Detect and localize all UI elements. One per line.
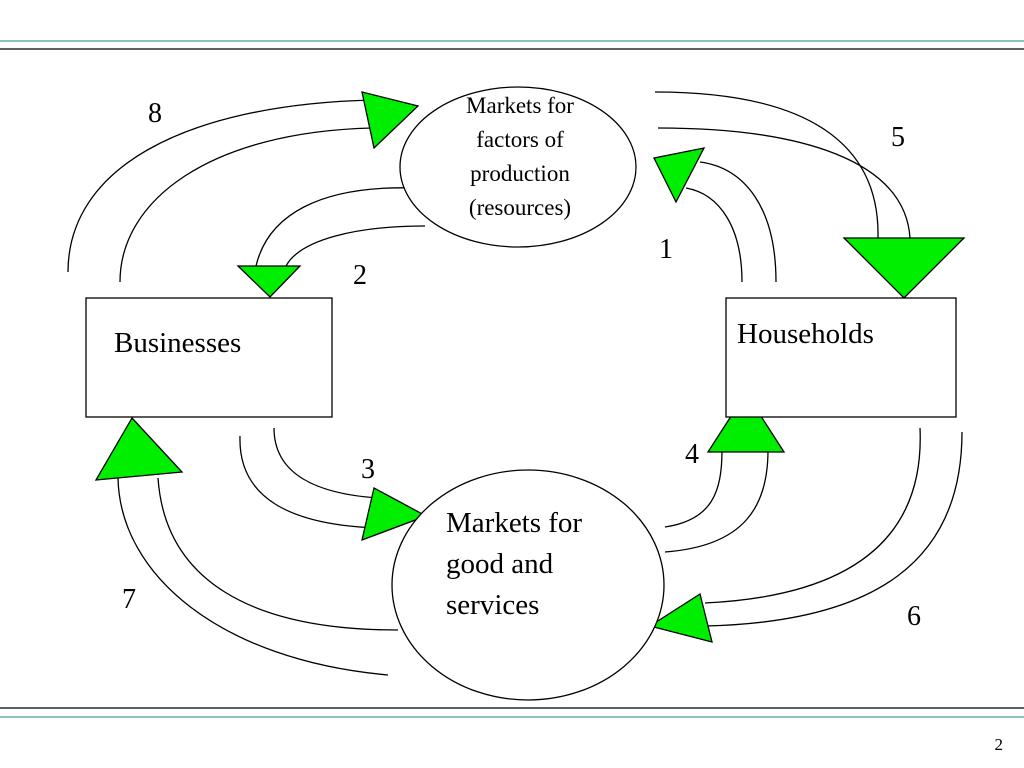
flow-7-outer-arc: [117, 477, 389, 676]
flow-8-arrowhead: [361, 91, 420, 150]
businesses-label: Businesses: [114, 327, 241, 359]
goods-markets-line-2: good and: [446, 548, 554, 580]
flow-5-inner-arc: [657, 127, 911, 239]
flow-number-7: 7: [122, 584, 136, 615]
flow-4-inner-arc: [664, 449, 723, 528]
businesses-node: Businesses: [85, 297, 333, 418]
flow-6: [648, 427, 963, 643]
factor-markets-line-2: factors of: [476, 127, 564, 152]
flow-3-inner-arc: [273, 427, 379, 499]
flow-2: [236, 187, 426, 298]
flow-3: [239, 427, 428, 542]
households-box: [725, 297, 957, 418]
flow-7-inner-arc: [157, 477, 399, 631]
flow-1: [653, 147, 777, 283]
flow-number-5: 5: [891, 122, 905, 153]
flow-number-2: 2: [353, 260, 367, 291]
flow-number-4: 4: [685, 439, 699, 470]
flow-5: [654, 91, 966, 299]
factor-markets-line-4: (resources): [469, 195, 571, 220]
flow-3-arrowhead: [361, 487, 428, 542]
flow-5-outer-arc: [654, 91, 879, 239]
factor-markets-line-3: production: [470, 161, 570, 186]
flow-number-6: 6: [907, 601, 921, 632]
goods-markets-ellipse: [391, 469, 665, 701]
flow-2-arrowhead: [236, 265, 302, 298]
flow-1-inner-arc: [685, 187, 743, 283]
flow-2-inner-arc: [285, 225, 426, 267]
flow-6-arrowhead: [648, 592, 713, 643]
flow-7-arrowhead: [94, 416, 184, 481]
flow-4: [664, 391, 786, 553]
flow-1-arrowhead: [653, 147, 706, 204]
goods-markets-line-1: Markets for: [446, 507, 582, 539]
flow-8-inner-arc: [119, 127, 373, 283]
flow-8-outer-arc: [67, 99, 373, 273]
flow-6-outer-arc: [704, 431, 963, 627]
factor-markets-line-1: Markets for: [466, 93, 574, 118]
flow-3-outer-arc: [239, 435, 379, 529]
goods-markets-node: Markets for good and services: [391, 469, 665, 701]
flow-8: [67, 91, 420, 283]
businesses-box: [85, 297, 333, 418]
factor-markets-node: Markets for factors of production (resou…: [399, 86, 637, 248]
page-number: 2: [995, 735, 1004, 754]
goods-markets-line-3: services: [446, 589, 539, 621]
flow-2-outer-arc: [255, 187, 416, 267]
flow-number-3: 3: [361, 454, 375, 485]
flow-5-arrowhead: [842, 237, 966, 299]
flow-6-inner-arc: [704, 427, 921, 604]
factor-markets-ellipse: [399, 86, 637, 248]
flow-number-8: 8: [148, 98, 162, 129]
households-node: Households: [725, 297, 957, 418]
flow-7: [94, 416, 399, 676]
households-label: Households: [737, 318, 874, 350]
flow-1-outer-arc: [699, 161, 777, 283]
flow-4-arrowhead: [706, 391, 786, 453]
flow-4-outer-arc: [664, 449, 769, 553]
flow-number-1: 1: [659, 234, 673, 265]
